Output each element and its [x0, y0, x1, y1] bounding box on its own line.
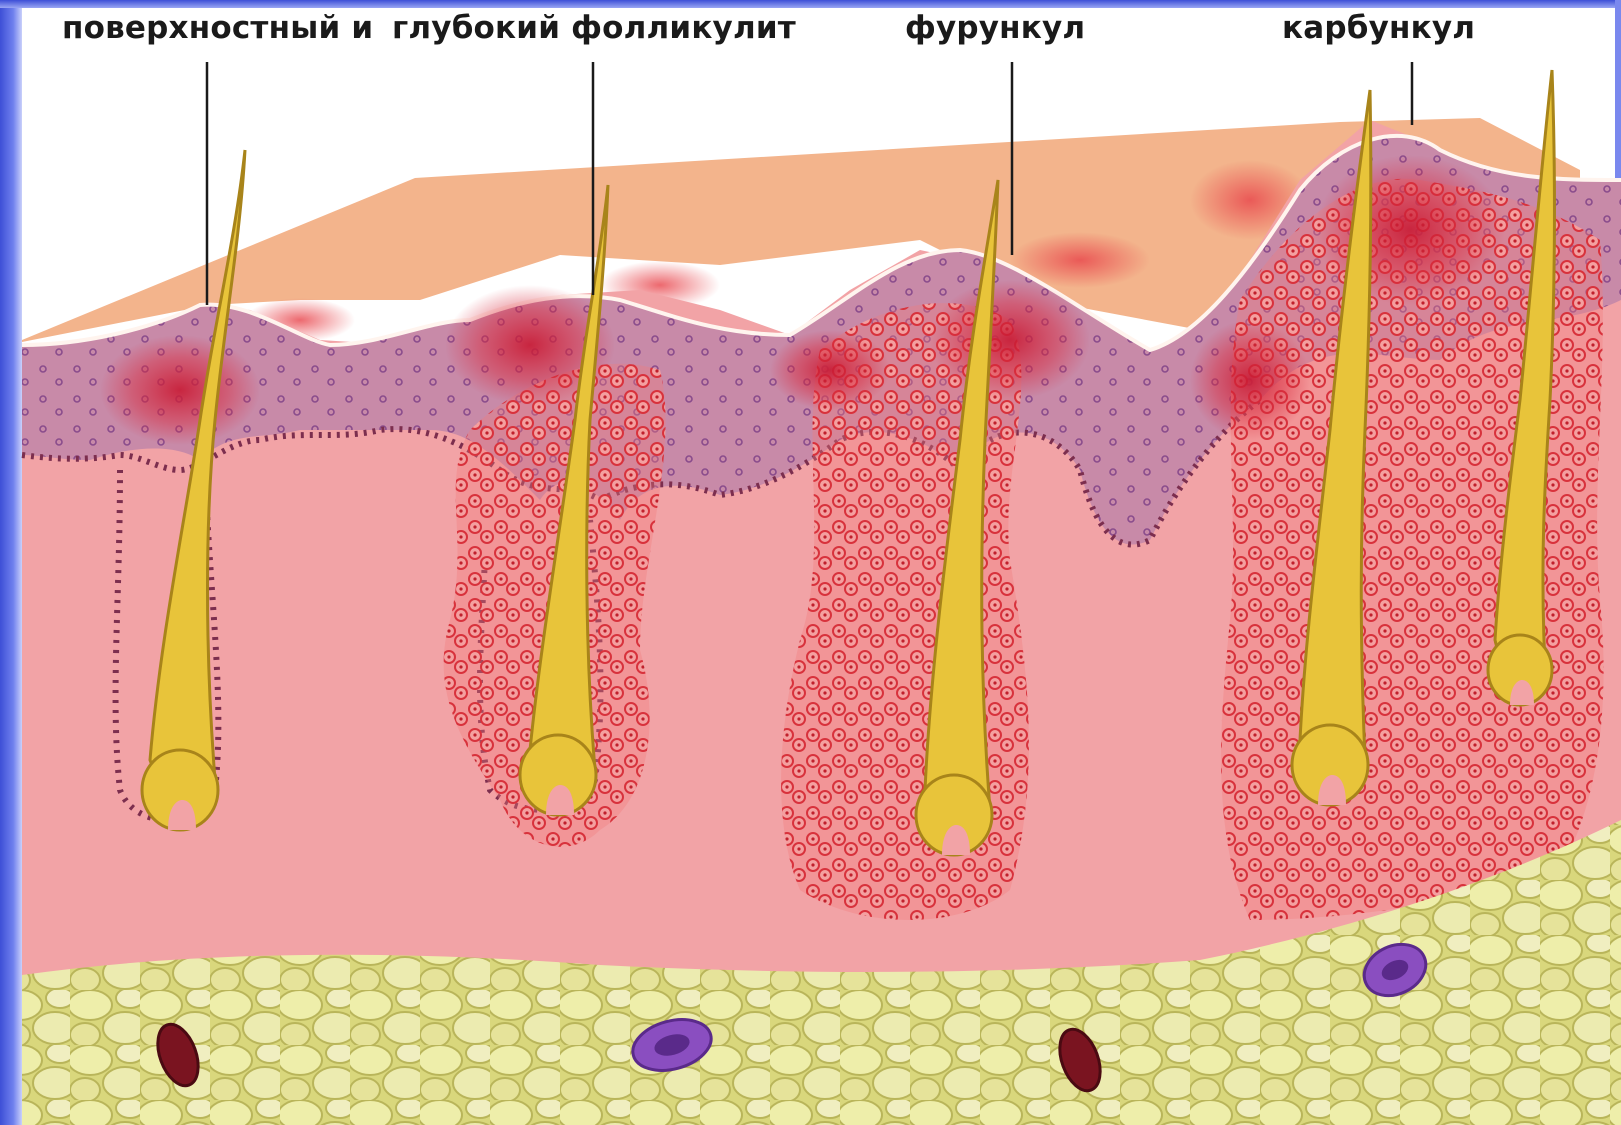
inflammation-focus-5 [1315, 155, 1505, 305]
inflammation-focus-4 [770, 330, 890, 410]
inflammation-focus-3 [930, 280, 1090, 400]
inflammation-focus-6 [1190, 320, 1310, 440]
inflammation-focus-1 [100, 335, 260, 445]
